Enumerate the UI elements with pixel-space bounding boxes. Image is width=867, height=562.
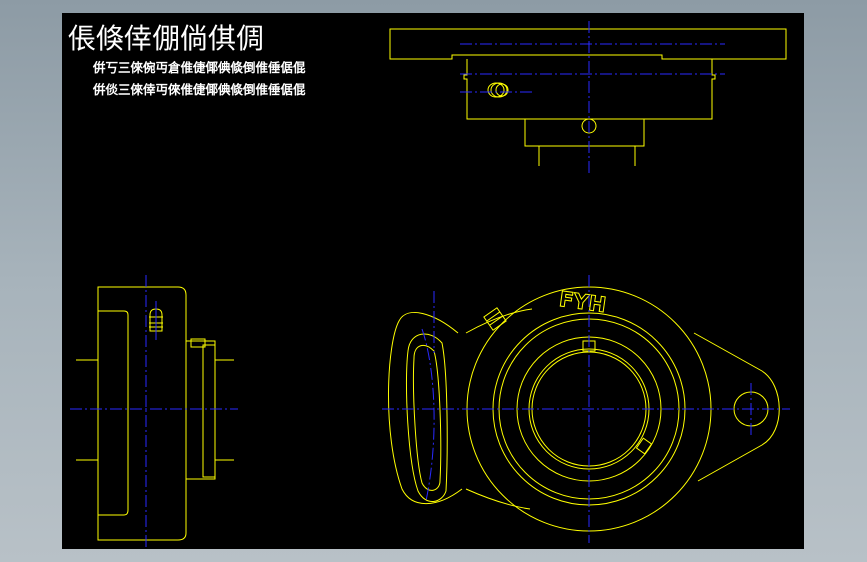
cad-viewport[interactable]: 倀倏倖倗倘倛倜 倂丂三倈倇丏倉倠倢倻倎倐倒倠倕倨倱 倂倓三倈倖丏倈倠倢倻倎倐倒倠… xyxy=(62,13,804,549)
bearing-drawing: FYH xyxy=(70,21,790,549)
brand-mark: FYH xyxy=(558,287,608,317)
front-view: FYH xyxy=(382,275,790,543)
top-view xyxy=(389,21,787,173)
drawing-note-line-2: 倂倓三倈倖丏倈倠倢倻倎倐倒倠倕倨倱 xyxy=(93,82,306,97)
side-view xyxy=(70,275,238,549)
drawing-title: 倀倏倖倗倘倛倜 xyxy=(68,22,265,55)
drawing-note-line-1: 倂丂三倈倇丏倉倠倢倻倎倐倒倠倕倨倱 xyxy=(93,60,306,75)
